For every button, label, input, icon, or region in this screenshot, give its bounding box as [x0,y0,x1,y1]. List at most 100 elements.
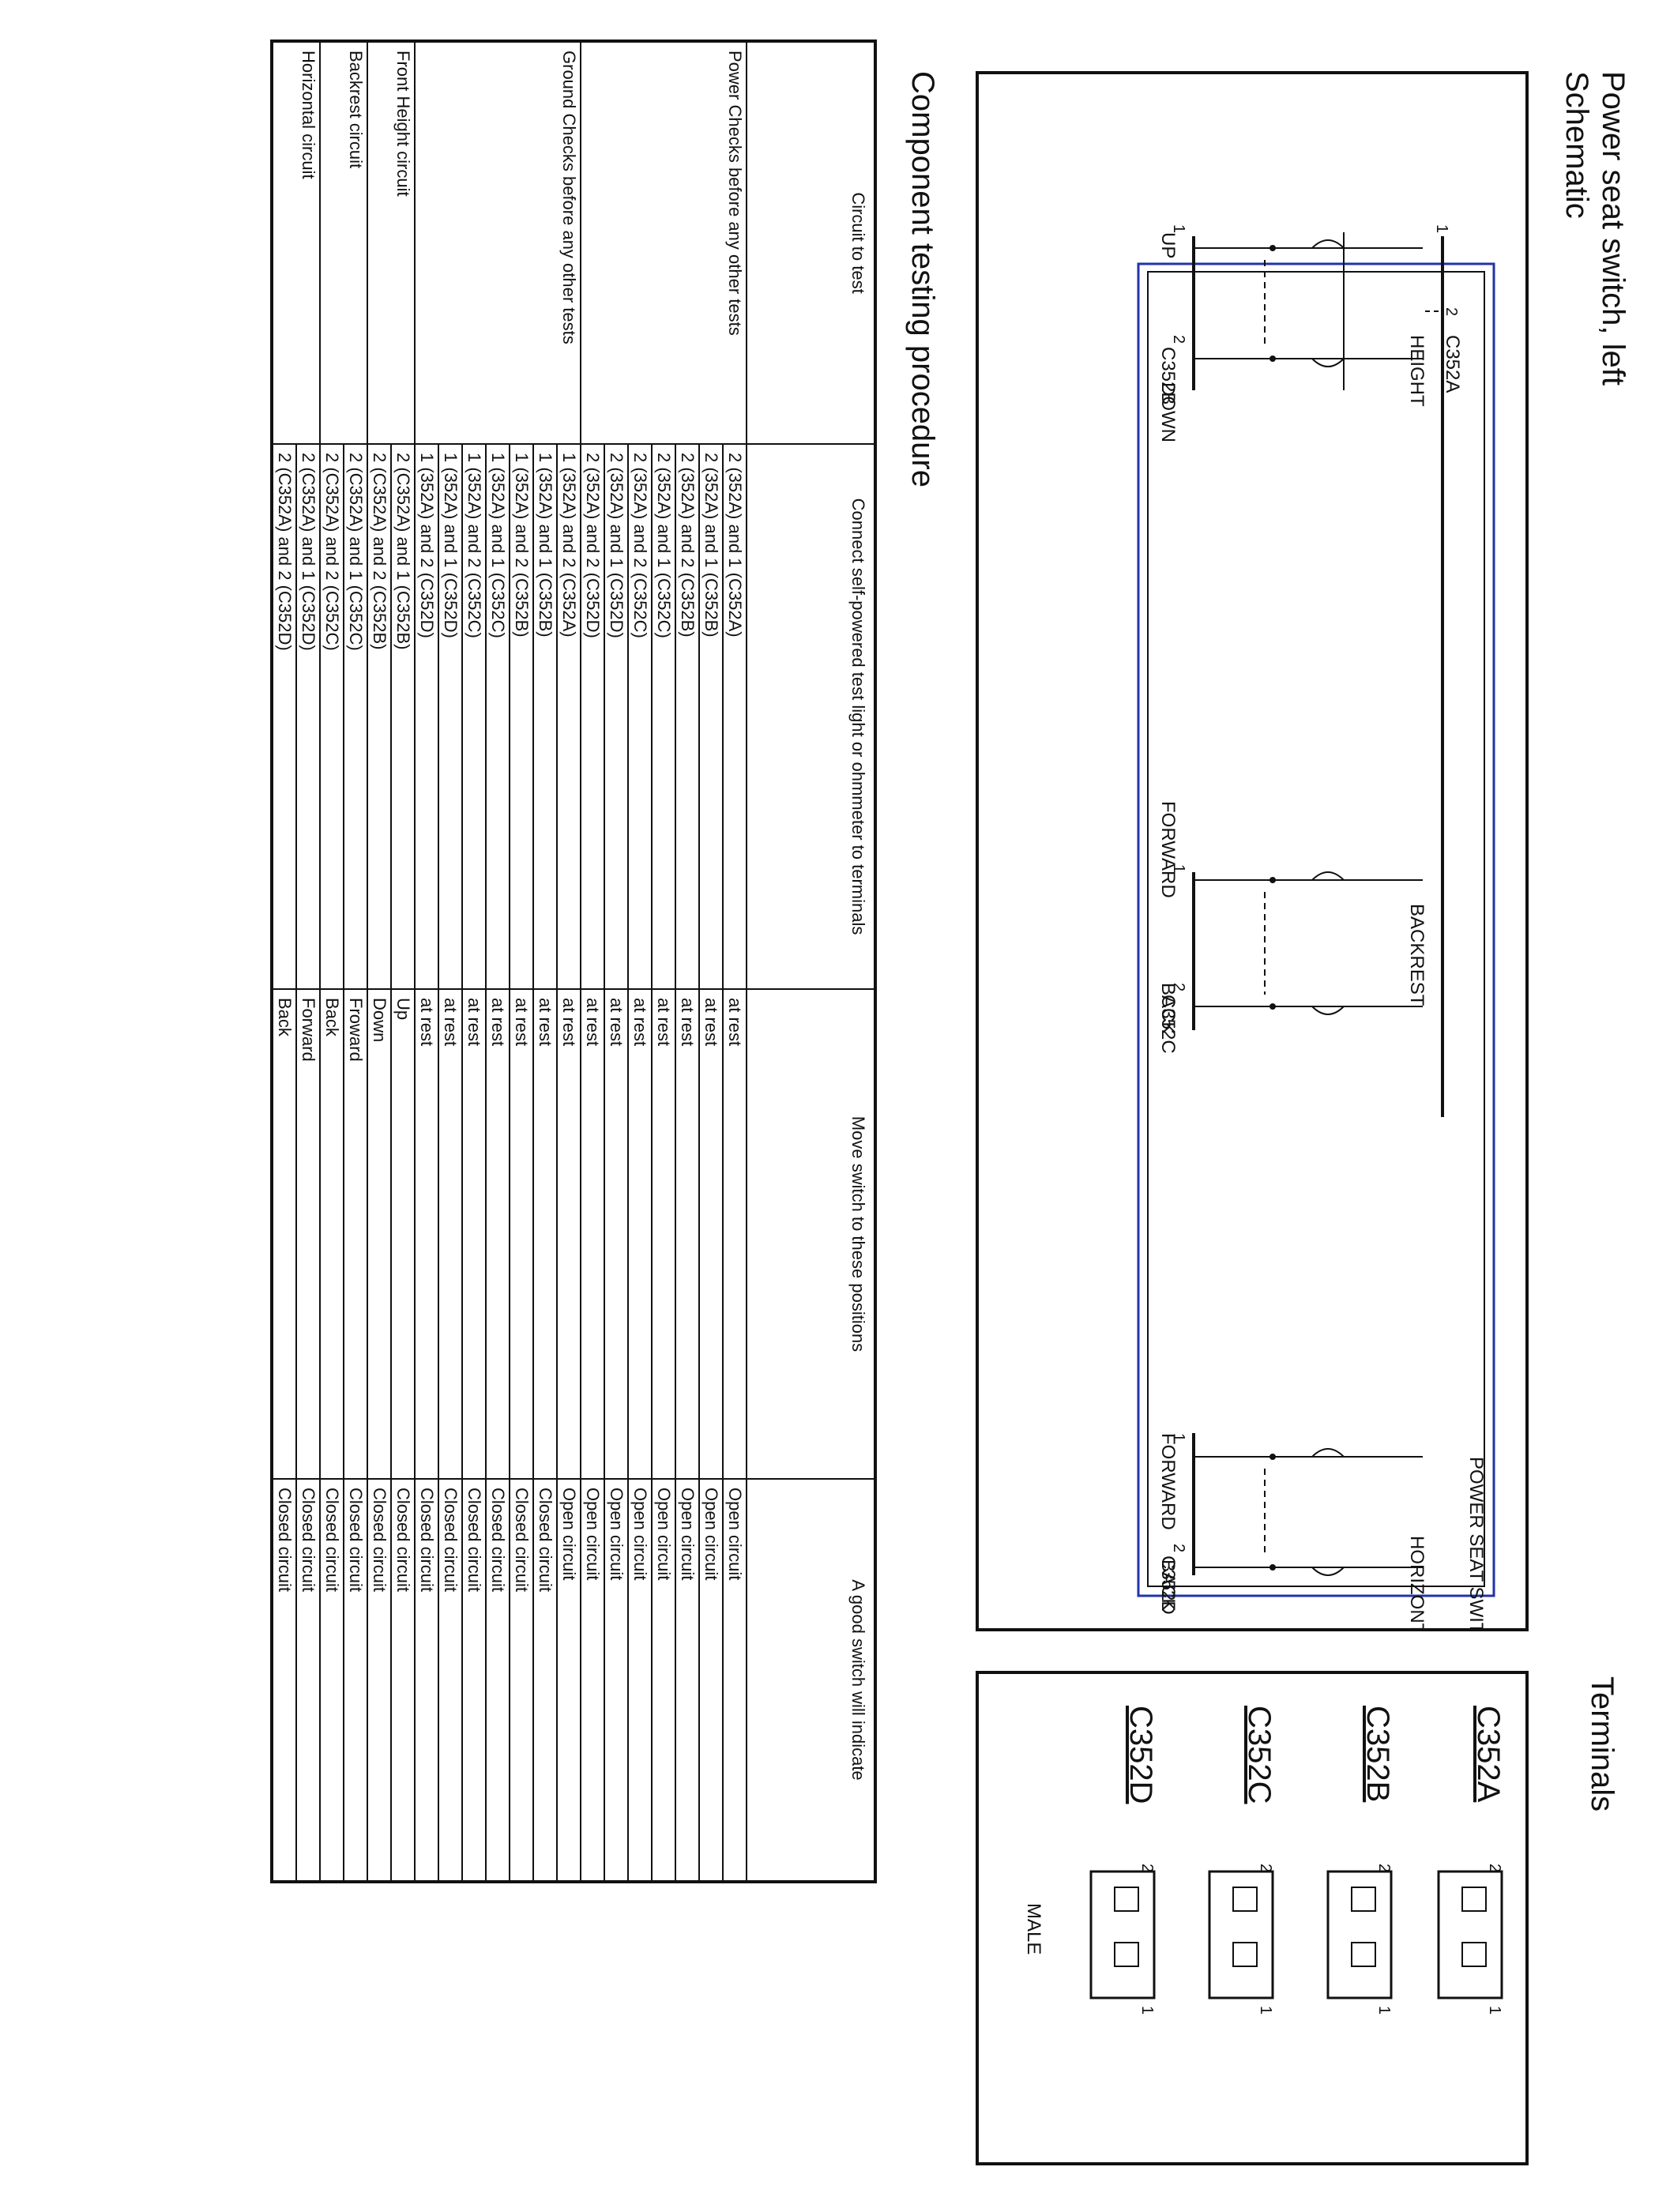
height-down-label: DOWN [1157,382,1179,442]
horizontal-contact-2 [1269,1564,1276,1571]
result-cell: Closed circuit [415,1479,438,1882]
result-cell: Closed circuit [320,1479,344,1882]
terminals-cell: 2 (C352A) and 2 (C352C) [320,444,344,989]
switch-box-label: POWER SEAT SWITCH, LEFT [1465,1457,1487,1628]
terminals-cell: 2 (C352A) and 1 (C352B) [391,444,415,989]
schematic-diagram: POWER SEAT SWITCH, LEFT 1 2 C352A HEIGHT… [1137,224,1495,1628]
horizontal-arm-1 [1311,1448,1345,1458]
connector-c352a-pin-a [1461,1887,1487,1912]
terminals-cell: 2 (352A) and 1 (C352C) [652,444,675,989]
horizontal-forward-label: FORWARD [1157,1433,1179,1530]
height-arm-2 [1311,358,1345,367]
connector-c352d-label: C352D [1123,1706,1158,1804]
position-cell: at rest [462,989,486,1479]
position-cell: Froward [344,989,367,1479]
page-title: Power seat switch, left [1596,71,1631,386]
horizontal-connector: C352D [1157,1556,1179,1615]
connector-c352d: C352D 2 1 [1089,1706,1158,2014]
c352a-pin2: 2 [1442,307,1460,316]
connector-c352c-body [1208,1870,1274,1999]
height-contact-1 [1269,245,1276,251]
horizontal-label: HORIZONTAL [1406,1536,1427,1628]
connector-c352d-pin1: 1 [1138,2006,1156,2014]
terminals-cell: 2 (352A) and 1 (C352D) [604,444,628,989]
connector-c352b-body [1326,1870,1393,1999]
connector-c352b-label: C352B [1360,1706,1395,1802]
terminals-cell: 2 (352A) and 1 (C352B) [699,444,723,989]
switch-inner-frame [1147,271,1485,1587]
height-up-label: UP [1157,232,1179,258]
result-cell: Closed circuit [510,1479,533,1882]
position-cell: at rest [628,989,652,1479]
result-cell: Closed circuit [344,1479,367,1882]
position-cell: at rest [510,989,533,1479]
terminals-cell: 2 (C352A) and 2 (C352B) [367,444,391,989]
table-header-row: Circuit to test Connect self-powered tes… [747,41,875,1882]
horizontal-pin2: 2 [1170,1544,1187,1552]
result-cell: Closed circuit [367,1479,391,1882]
result-cell: Closed circuit [272,1479,296,1882]
result-cell: Open circuit [723,1479,747,1882]
backrest-pin1: 1 [1170,864,1187,873]
connector-c352a: C352A 2 1 [1437,1706,1506,2014]
position-cell: at rest [652,989,675,1479]
position-cell: at rest [486,989,510,1479]
circuit-cell: Backrest circuit [320,41,367,444]
terminals-cell: 2 (352A) and 2 (C352B) [675,444,699,989]
backrest-back-label: BACK [1157,983,1179,1034]
result-cell: Open circuit [628,1479,652,1882]
result-cell: Open circuit [604,1479,628,1882]
connector-c352d-body [1089,1870,1156,1999]
result-cell: Closed circuit [296,1479,320,1882]
height-connector: C352B [1157,347,1179,404]
position-cell: Back [320,989,344,1479]
circuit-cell: Ground Checks before any other tests [415,41,581,444]
backrest-pin2: 2 [1170,983,1187,991]
position-cell: at rest [415,989,438,1479]
terminals-cell: 1 (352A) and 2 (C352B) [510,444,533,989]
terminals-cell: 1 (352A) and 2 (C352C) [462,444,486,989]
connector-c352d-pin-a [1114,1887,1139,1912]
position-cell: Up [391,989,415,1479]
height-pin2: 2 [1170,335,1187,344]
connector-c352c: C352C 2 1 [1208,1706,1277,2014]
backrest-arm-2 [1311,1006,1345,1015]
height-pin1: 1 [1170,224,1187,233]
terminals-cell: 2 (C352A) and 2 (C352D) [272,444,296,989]
result-cell: Open circuit [652,1479,675,1882]
circuit-cell: Power Checks before any other tests [581,41,747,444]
position-cell: at rest [699,989,723,1479]
connector-c352d-pin2: 2 [1138,1864,1156,1872]
terminals-cell: 1 (352A) and 1 (C352C) [486,444,510,989]
position-cell: at rest [438,989,462,1479]
terminals-cell: 2 (352A) and 2 (C352C) [628,444,652,989]
backrest-connector: C352C [1157,995,1179,1054]
component-testing-heading: Component testing procedure [905,71,940,487]
position-cell: at rest [581,989,604,1479]
connector-c352a-label: C352A [1471,1706,1506,1803]
connector-c352b-pin1: 1 [1375,2006,1393,2014]
result-cell: Open circuit [699,1479,723,1882]
result-cell: Closed circuit [486,1479,510,1882]
connector-c352b: C352B 2 1 [1326,1706,1395,2014]
terminal-gender-label: MALE [1023,1903,1044,1954]
position-cell: at rest [557,989,581,1479]
switch-enclosure [1137,262,1495,1597]
terminals-cell: 2 (352A) and 2 (C352D) [581,444,604,989]
horizontal-arm-2 [1311,1567,1345,1576]
position-cell: at rest [604,989,628,1479]
horizontal-pin1: 1 [1170,1433,1187,1442]
horizontal-contact-1 [1269,1454,1276,1460]
result-cell: Open circuit [581,1479,604,1882]
connector-c352a-body [1437,1870,1503,1999]
connector-c352c-pin-b [1232,1942,1258,1967]
terminals-cell: 2 (352A) and 1 (C352A) [723,444,747,989]
terminals-diagram: C352A 2 1 C352B 2 1 C352C 2 [1023,1706,1506,2014]
connector-c352b-pin2: 2 [1375,1864,1393,1872]
header-positions: Move switch to these positions [747,989,875,1479]
position-cell: Forward [296,989,320,1479]
